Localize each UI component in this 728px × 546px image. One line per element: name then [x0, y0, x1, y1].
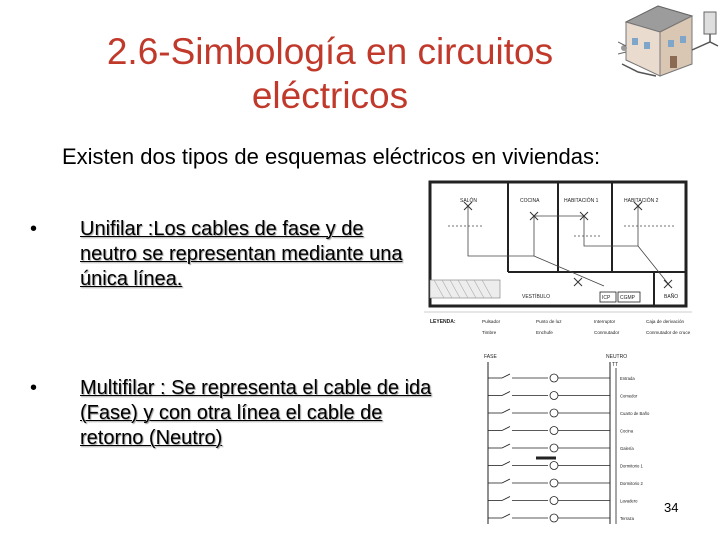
circuit-label: Dormitorio 1	[620, 464, 643, 469]
bullet-unifilar-text: Unifilar :Los cables de fase y de neutro…	[80, 218, 403, 290]
panel-label: ICP	[602, 295, 611, 301]
legend-item: Timbre	[482, 330, 497, 335]
load-symbol	[549, 373, 559, 383]
slide-title-line1: 2.6-Simbología en circuitos	[106, 31, 554, 72]
room-label: COCINA	[520, 198, 540, 204]
room-label: VESTÍBULO	[522, 293, 550, 300]
slide-title-line2: eléctricos	[251, 75, 409, 116]
bullet-multifilar-text: Multifilar : Se representa el cable de i…	[80, 377, 432, 449]
bullet-marker: •	[30, 377, 38, 399]
schematic-top-label: NEUTRO	[606, 354, 627, 360]
bullet-marker: •	[30, 218, 38, 240]
panel-label: CGMP	[620, 295, 636, 301]
page-number: 34	[664, 500, 679, 515]
circuit-label: Lavadero	[620, 499, 638, 504]
legend-item: Enchufe	[536, 330, 553, 335]
load-symbol	[549, 391, 559, 400]
room-label: HABITACIÓN 2	[624, 197, 659, 204]
intro-text: Existen dos tipos de esquemas eléctricos…	[62, 144, 601, 169]
load-symbol	[549, 408, 559, 418]
legend-item: Conmutador	[594, 330, 620, 335]
load-symbol	[549, 443, 559, 453]
unifilar-floor-plan: SALÓN COCINA HABITACIÓN 1 HABITACIÓN 2 V…	[424, 176, 692, 340]
legend-item: Interruptor	[594, 319, 616, 324]
room-label: SALÓN	[460, 197, 477, 204]
circuit-label: Comedor	[620, 394, 638, 399]
bullet-unifilar: • Unifilar :Los cables de fase y de neut…	[30, 217, 425, 292]
load-symbol	[549, 478, 559, 488]
load-symbol	[549, 496, 559, 505]
room-label: HABITACIÓN 1	[564, 197, 599, 204]
legend-item: Conmutador de cruce	[646, 330, 691, 335]
legend-title: LEYENDA:	[430, 319, 456, 325]
bullet-multifilar: • Multifilar : Se representa el cable de…	[30, 376, 440, 451]
house-illustration	[618, 5, 719, 77]
legend-item: Pulsador	[482, 319, 501, 324]
circuit-label: Dormitorio 2	[620, 481, 643, 486]
circuit-label: Terraza	[620, 516, 635, 521]
legend-item: Punto de luz	[536, 319, 562, 324]
slide-title: 2.6-Simbología en circuitos eléctricos	[60, 30, 600, 118]
schematic-top-label: TT	[612, 362, 618, 368]
circuit-label: Cocina	[620, 429, 634, 434]
circuit-label: Galería	[620, 446, 634, 451]
legend-item: Caja de derivación	[646, 319, 684, 324]
load-symbol	[549, 426, 559, 435]
load-symbol	[549, 461, 559, 470]
room-label: BAÑO	[664, 293, 678, 300]
circuit-label: Entrada	[620, 376, 635, 381]
load-symbol	[549, 513, 559, 523]
schematic-top-label: FASE	[484, 354, 497, 360]
circuit-label: Cuarto de Baño	[620, 411, 650, 416]
